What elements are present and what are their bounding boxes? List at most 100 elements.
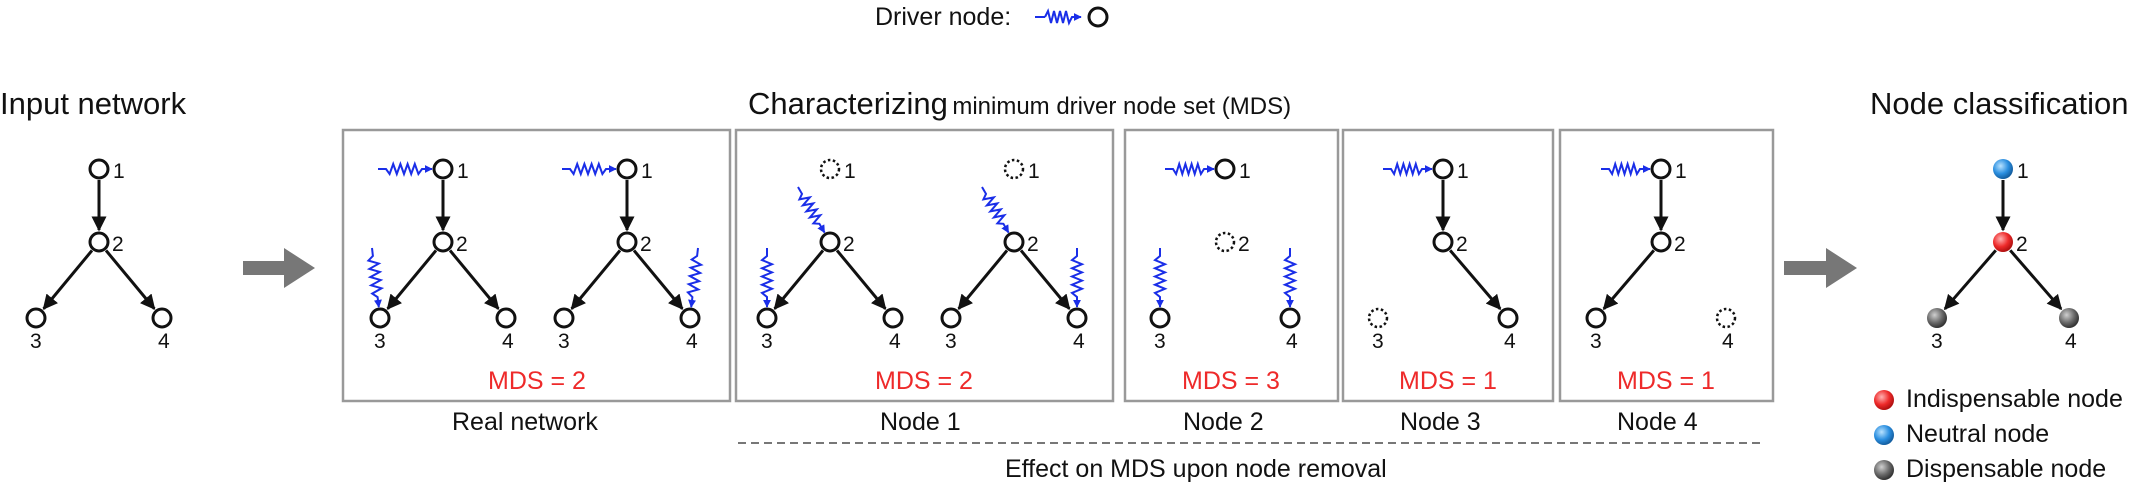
panel-frame-node3 [1341, 128, 1555, 403]
removal-caption: Effect on MDS upon node removal [1005, 455, 1387, 483]
edge-2-4 [1449, 249, 1502, 311]
node-3 [25, 307, 47, 329]
node-3 [1927, 308, 1947, 328]
edge-2-3 [42, 249, 94, 310]
node-label-4: 4 [686, 330, 698, 353]
node-4 [882, 307, 904, 329]
edge-2-3 [1602, 249, 1655, 311]
node2-removed-graph: 1 2 3 4 [1149, 158, 1301, 353]
panel-frame-node1 [734, 128, 1115, 403]
edge-2-3 [1943, 249, 1997, 311]
node-label-2: 2 [1238, 233, 1250, 256]
node-label-2: 2 [1674, 233, 1686, 256]
dispensable-legend-dot [1874, 460, 1894, 480]
node-label-3: 3 [30, 330, 42, 353]
mds-real: MDS = 2 [488, 367, 586, 395]
node-3 [756, 307, 778, 329]
node-label-4: 4 [1286, 330, 1298, 353]
edge-2-4 [1019, 249, 1071, 310]
edge-2-4 [632, 249, 684, 310]
node-1 [1432, 158, 1454, 180]
edge-2-3 [386, 249, 438, 310]
node-label-3: 3 [1154, 330, 1166, 353]
caption-node-1: Node 1 [880, 408, 961, 436]
panel-frame-node2 [1123, 128, 1340, 403]
driver-arrow-2 [686, 247, 704, 308]
driver-arrow-1 [797, 186, 826, 234]
node-label-2: 2 [112, 233, 124, 256]
node-3 [553, 307, 575, 329]
node-label-2: 2 [1027, 233, 1039, 256]
node-label-1: 1 [457, 160, 469, 183]
node-3 [1367, 307, 1389, 329]
node-label-1: 1 [1457, 160, 1469, 183]
node-4 [679, 307, 701, 329]
node-1 [616, 158, 638, 180]
node-label-1: 1 [1239, 160, 1251, 183]
node-label-3: 3 [761, 330, 773, 353]
node-2 [1993, 232, 2013, 252]
characterizing-heading: Characterizing minimum driver node set (… [748, 86, 1291, 122]
driver-arrow-2 [759, 248, 775, 308]
node-3 [940, 307, 962, 329]
node-2 [432, 231, 454, 253]
node-classification-heading: Node classification [1870, 86, 2129, 121]
node-1 [88, 158, 110, 180]
node-4 [2059, 308, 2079, 328]
input-network-heading: Input network [0, 86, 187, 121]
node-4 [151, 307, 173, 329]
driver-arrow-2 [366, 247, 385, 308]
node-3 [1585, 307, 1607, 329]
node-1 [819, 158, 841, 180]
node-label-4: 4 [1722, 330, 1734, 353]
node-label-1: 1 [2017, 160, 2029, 183]
input-network-graph: 1 2 3 4 [25, 158, 173, 353]
node-label-4: 4 [158, 330, 170, 353]
edge-2-4 [448, 249, 500, 310]
node-label-1: 1 [1028, 160, 1040, 183]
indispensable-legend-dot [1874, 390, 1894, 410]
mds-node-2: MDS = 3 [1182, 367, 1280, 395]
node-2 [1650, 231, 1672, 253]
driver-arrow-1 [1601, 160, 1651, 178]
node-4 [1497, 307, 1519, 329]
node-label-3: 3 [558, 330, 570, 353]
mds-heading-rest: minimum driver node set (MDS) [952, 93, 1292, 120]
panel-frame-real [341, 128, 732, 403]
edge-2-3 [773, 249, 825, 310]
node-label-3: 3 [1931, 330, 1943, 353]
node-label-4: 4 [1504, 330, 1516, 353]
mds-node-3: MDS = 1 [1399, 367, 1497, 395]
caption-real-network: Real network [452, 408, 598, 436]
node-label-1: 1 [641, 160, 653, 183]
caption-node-4: Node 4 [1617, 408, 1698, 436]
node-label-1: 1 [1675, 160, 1687, 183]
driver-arrow-1 [1165, 160, 1215, 178]
caption-node-3: Node 3 [1400, 408, 1481, 436]
node-3 [1149, 307, 1171, 329]
node-4 [495, 307, 517, 329]
node-2 [1432, 231, 1454, 253]
driver-arrow-1 [981, 186, 1010, 234]
edge-2-4 [835, 249, 887, 310]
node-1 [1214, 158, 1236, 180]
legend-dispensable: Dispensable node [1906, 455, 2107, 483]
node-label-3: 3 [945, 330, 957, 353]
edge-2-4 [2009, 249, 2063, 311]
node-4 [1066, 307, 1088, 329]
node-4 [1715, 307, 1737, 329]
node-3 [369, 307, 391, 329]
node-label-1: 1 [113, 160, 125, 183]
node-label-4: 4 [2065, 330, 2077, 353]
node-label-3: 3 [1590, 330, 1602, 353]
caption-node-2: Node 2 [1183, 408, 1264, 436]
node-1 [1650, 158, 1672, 180]
driver-arrow-1 [562, 161, 617, 177]
node-2 [1214, 231, 1236, 253]
edge-2-3 [957, 249, 1009, 310]
